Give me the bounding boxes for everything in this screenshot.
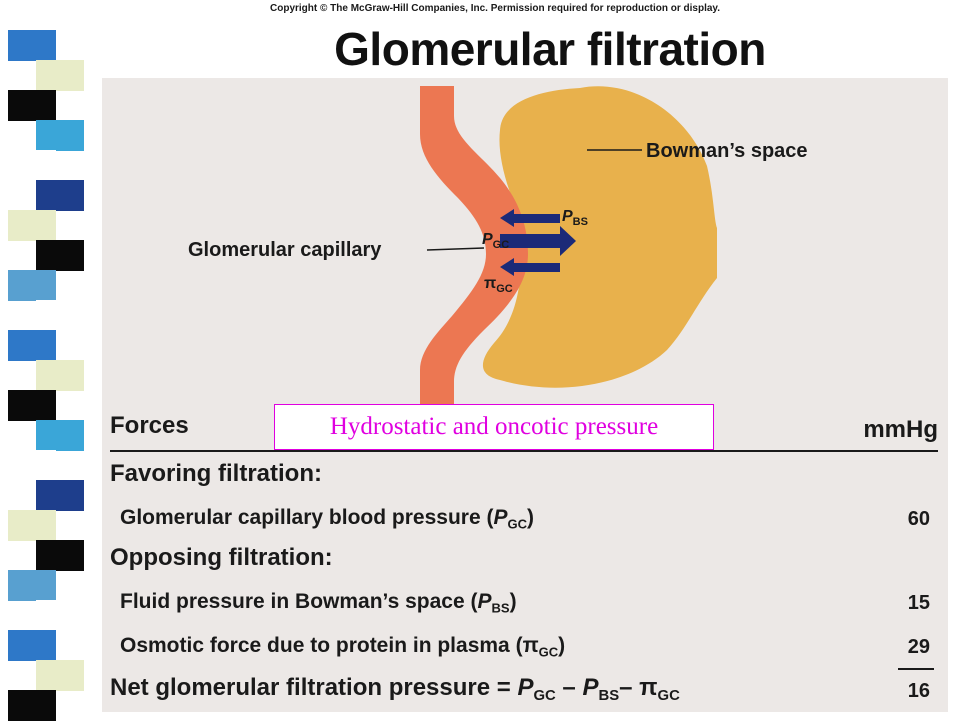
stripe-block: [36, 180, 84, 211]
stripe-block: [8, 330, 56, 361]
net-filtration-row: Net glomerular filtration pressure = PGC…: [110, 674, 680, 705]
p-gc-symbol: PGC: [482, 231, 509, 251]
stripe-block: [36, 360, 84, 391]
stripe-block: [36, 480, 84, 511]
stripe-block: [36, 60, 84, 91]
bowmans-space-label: Bowman’s space: [646, 140, 808, 162]
table-row-pgc: Glomerular capillary blood pressure (PGC…: [120, 506, 534, 532]
stripe-block: [36, 240, 84, 271]
stripe-block: [8, 510, 56, 541]
stripe-block: [8, 390, 56, 421]
value-pigc: 29: [907, 636, 930, 658]
forces-header: Forces: [110, 412, 189, 439]
unit-header: mmHg: [863, 416, 938, 443]
pi-gc-arrow: [500, 258, 560, 276]
value-pbs: 15: [907, 592, 930, 614]
hydrostatic-oncotic-label: Hydrostatic and oncotic pressure: [274, 404, 714, 450]
slide-title: Glomerular filtration: [334, 23, 766, 75]
p-bs-symbol: PBS: [562, 208, 588, 228]
stripe-block: [36, 540, 84, 571]
stripe-block: [8, 150, 56, 181]
header-divider: [110, 450, 938, 452]
favoring-filtration-header: Favoring filtration:: [110, 460, 322, 487]
stripe-block: [36, 300, 84, 331]
decorative-stripe-bar: [0, 0, 90, 721]
pi-gc-symbol: πGC: [484, 275, 513, 295]
bowmans-space-shape: [482, 86, 717, 388]
stripe-block: [36, 120, 84, 151]
stripe-block: [8, 90, 56, 121]
stripe-block: [8, 30, 56, 61]
stripe-block: [8, 690, 56, 721]
stripe-block: [8, 570, 56, 601]
stripe-block: [8, 630, 56, 661]
table-row-pbs: Fluid pressure in Bowman’s space (PBS): [120, 590, 517, 616]
p-gc-arrow: [500, 226, 576, 256]
sum-underline: [898, 668, 934, 670]
glomerular-capillary-shape: [420, 86, 528, 408]
stripe-block: [8, 270, 56, 301]
p-bs-arrow: [500, 209, 560, 227]
filtration-diagram: Bowman’s space Glomerular capillary PBS …: [188, 86, 808, 408]
stripe-block: [36, 660, 84, 691]
stripe-block: [36, 0, 84, 31]
table-row-pigc: Osmotic force due to protein in plasma (…: [120, 634, 566, 660]
stripe-block: [8, 210, 56, 241]
figure-panel: Bowman’s space Glomerular capillary PBS …: [102, 78, 948, 712]
glomerular-capillary-label: Glomerular capillary: [188, 239, 382, 261]
opposing-filtration-header: Opposing filtration:: [110, 544, 333, 571]
copyright-notice: Copyright © The McGraw-Hill Companies, I…: [270, 3, 721, 14]
value-net: 16: [907, 680, 930, 702]
value-pgc: 60: [907, 508, 930, 530]
stripe-block: [36, 600, 84, 631]
stripe-block: [8, 450, 56, 481]
stripe-block: [36, 420, 84, 451]
capillary-leader-line: [426, 247, 485, 251]
